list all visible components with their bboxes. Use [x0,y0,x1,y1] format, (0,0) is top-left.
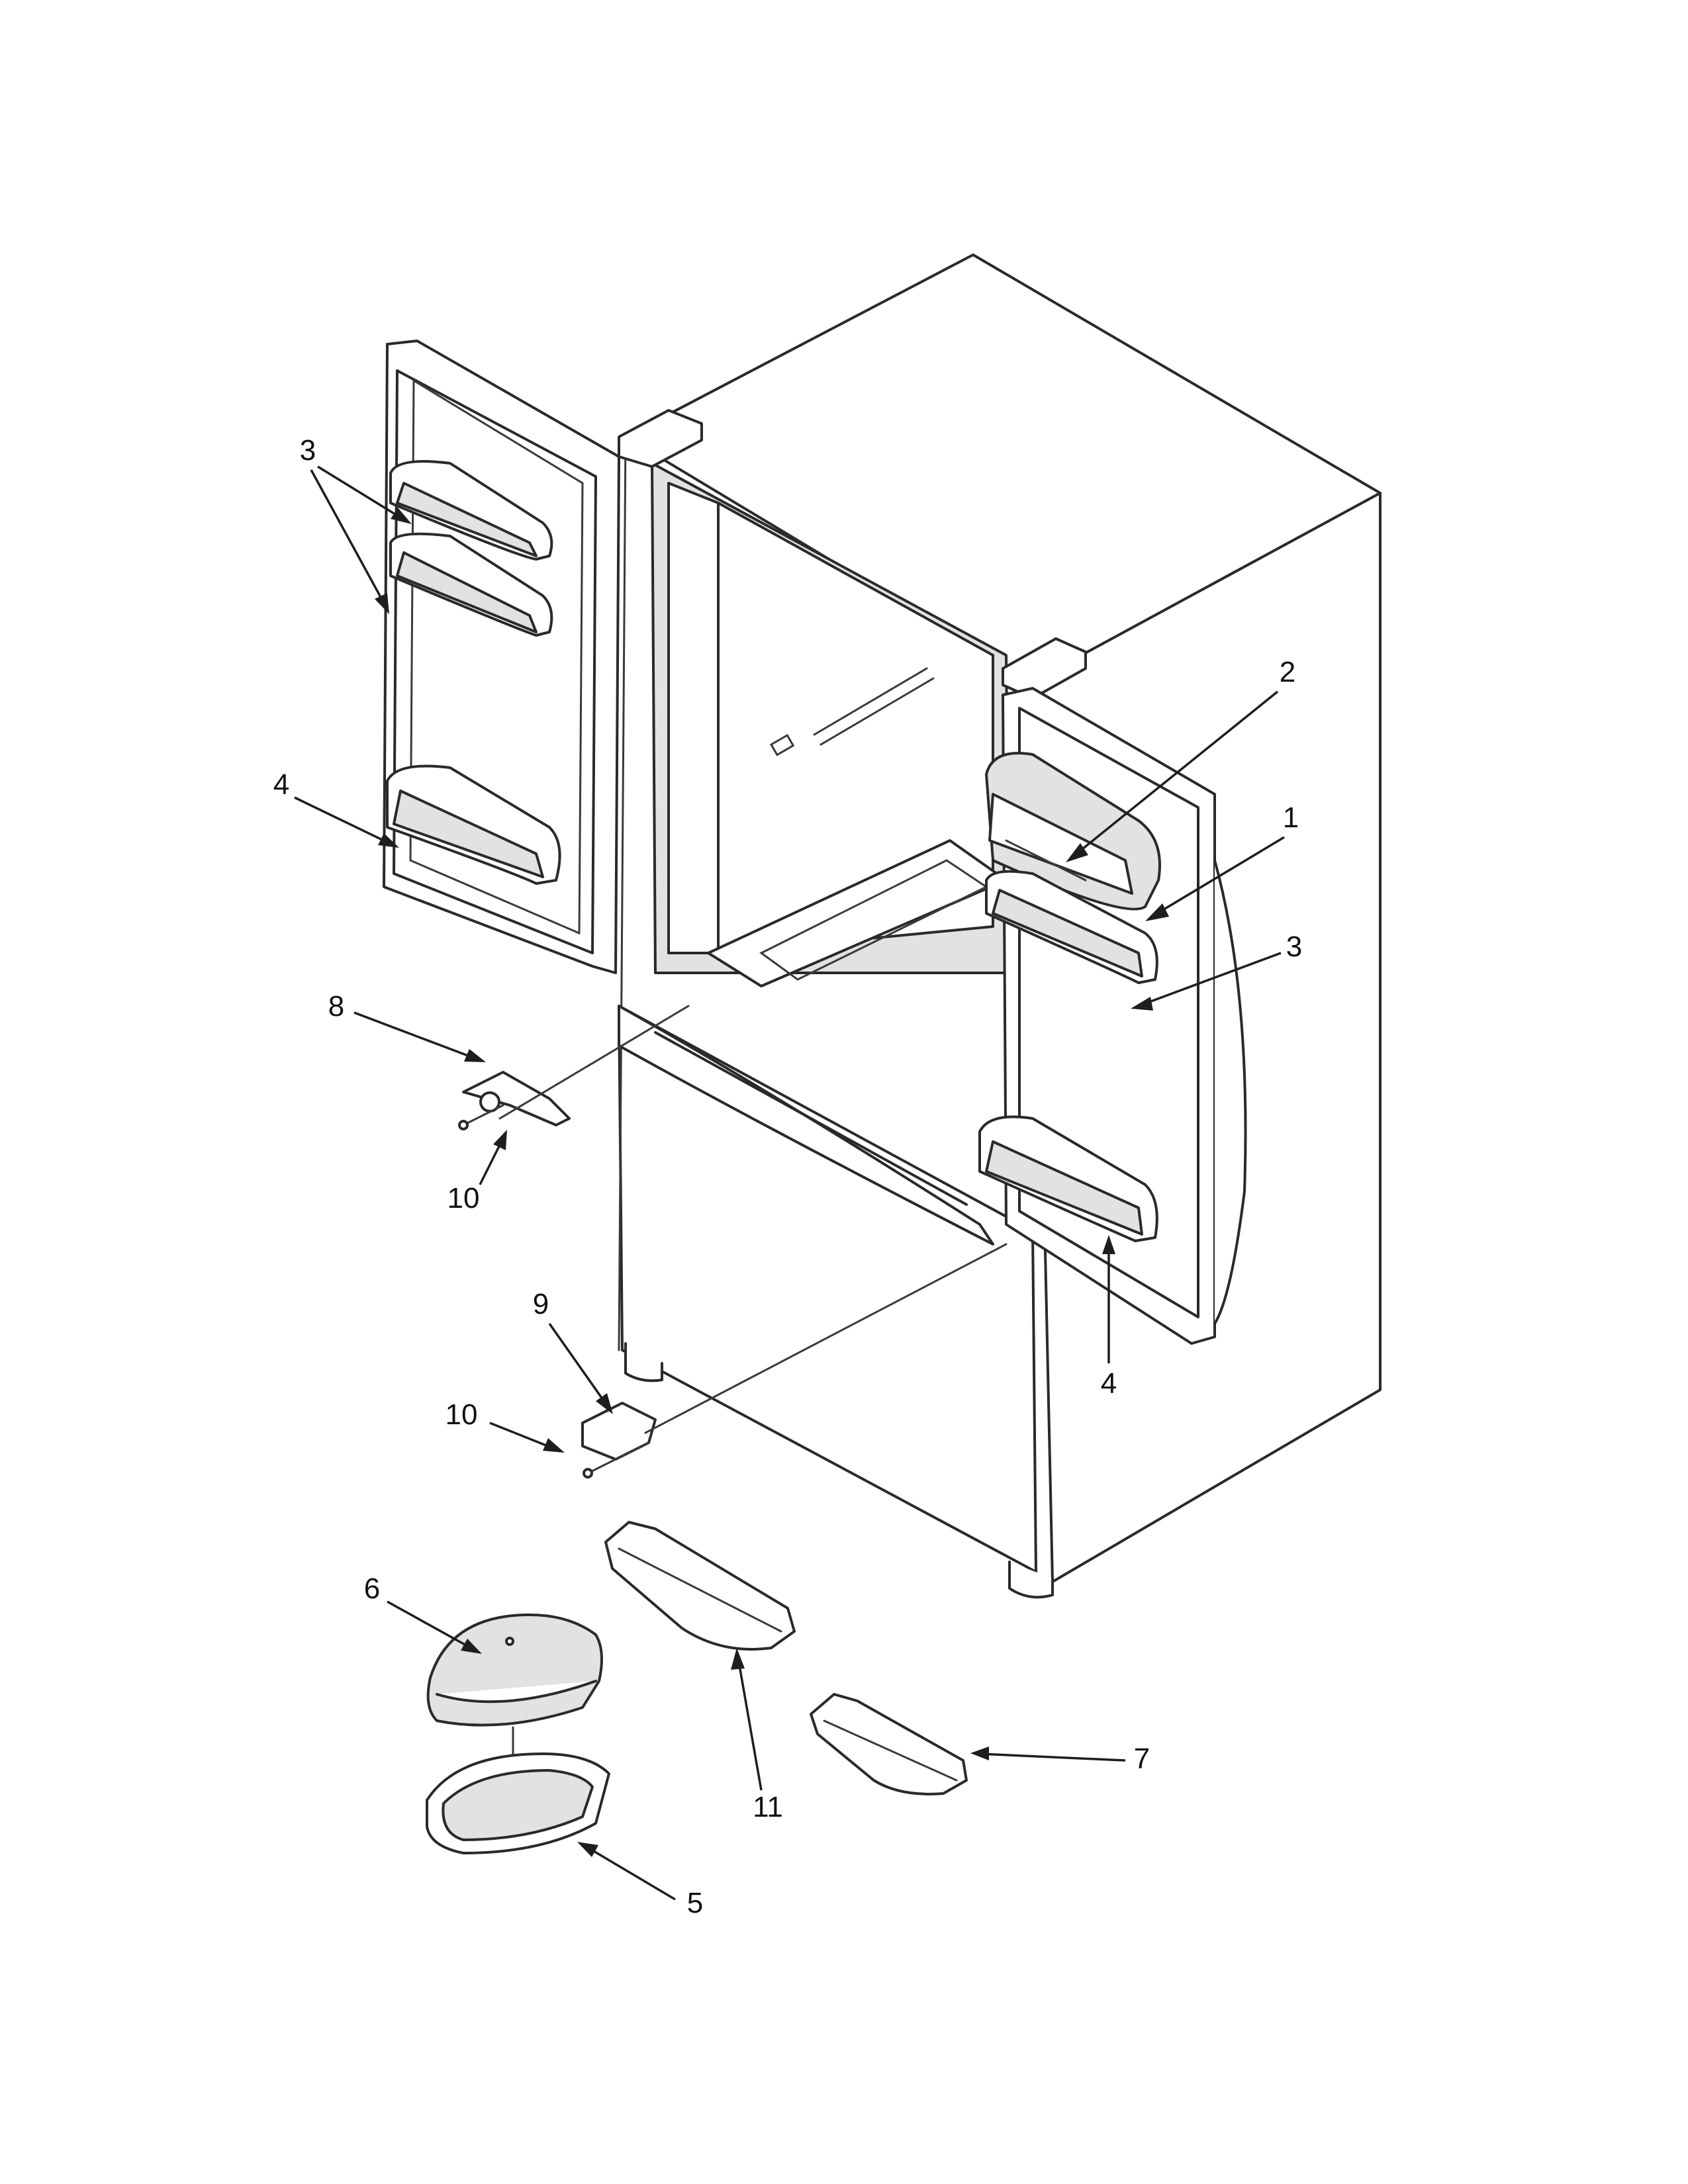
callout-10-upper: 10 [447,1130,507,1214]
upper-door-hinge [458,1071,571,1130]
callout-8-label: 8 [328,990,344,1023]
callout-3-right-label: 3 [1286,931,1302,963]
dairy-compartment [985,752,1161,911]
callout-10-lower: 10 [445,1398,565,1453]
left-door [383,340,620,974]
callout-10-upper-label: 10 [447,1182,480,1214]
butter-compartment-tray [426,1752,610,1854]
callout-6-label: 6 [364,1572,380,1605]
callout-3-left: 3 [300,434,412,614]
callout-11: 11 [731,1648,783,1823]
callout-7: 7 [970,1743,1150,1775]
left-door-bin-middle [389,532,553,637]
lower-door-hinge [581,1402,657,1479]
callout-5: 5 [577,1842,703,1919]
butter-compartment-cover [426,1614,603,1727]
callout-3-left-label: 3 [300,434,316,467]
callout-10-lower-label: 10 [445,1398,478,1431]
callout-8: 8 [328,990,486,1062]
left-door-bin-upper [389,460,553,561]
callout-1-label: 1 [1283,801,1299,834]
callout-2: 2 [1066,656,1295,862]
hinge-alignment-line-upper [498,1005,690,1120]
refrigerator-cabinet [618,253,1382,1599]
callout-7-label: 7 [1134,1743,1150,1775]
callout-3-right: 3 [1131,931,1302,1011]
right-door-bin-upper [985,870,1158,984]
callout-11-label: 11 [753,1791,783,1823]
callout-9: 9 [533,1288,613,1414]
right-door [978,687,1247,1345]
callout-9-label: 9 [533,1288,549,1320]
left-door-bin-lower [386,764,561,885]
callout-4-right-label: 4 [1101,1367,1117,1400]
small-shelf-retainer [810,1693,968,1796]
right-door-bin-lower [978,1115,1158,1242]
callout-4-left: 4 [273,768,399,848]
hinge-alignment-line-lower [644,1243,1008,1434]
callout-2-label: 2 [1280,656,1295,688]
large-shelf-retainer [604,1521,796,1651]
callout-4-right: 4 [1101,1235,1117,1400]
callout-6: 6 [364,1572,482,1654]
callout-1: 1 [1145,801,1299,921]
callout-5-label: 5 [687,1887,703,1919]
callout-4-left-label: 4 [273,768,289,801]
